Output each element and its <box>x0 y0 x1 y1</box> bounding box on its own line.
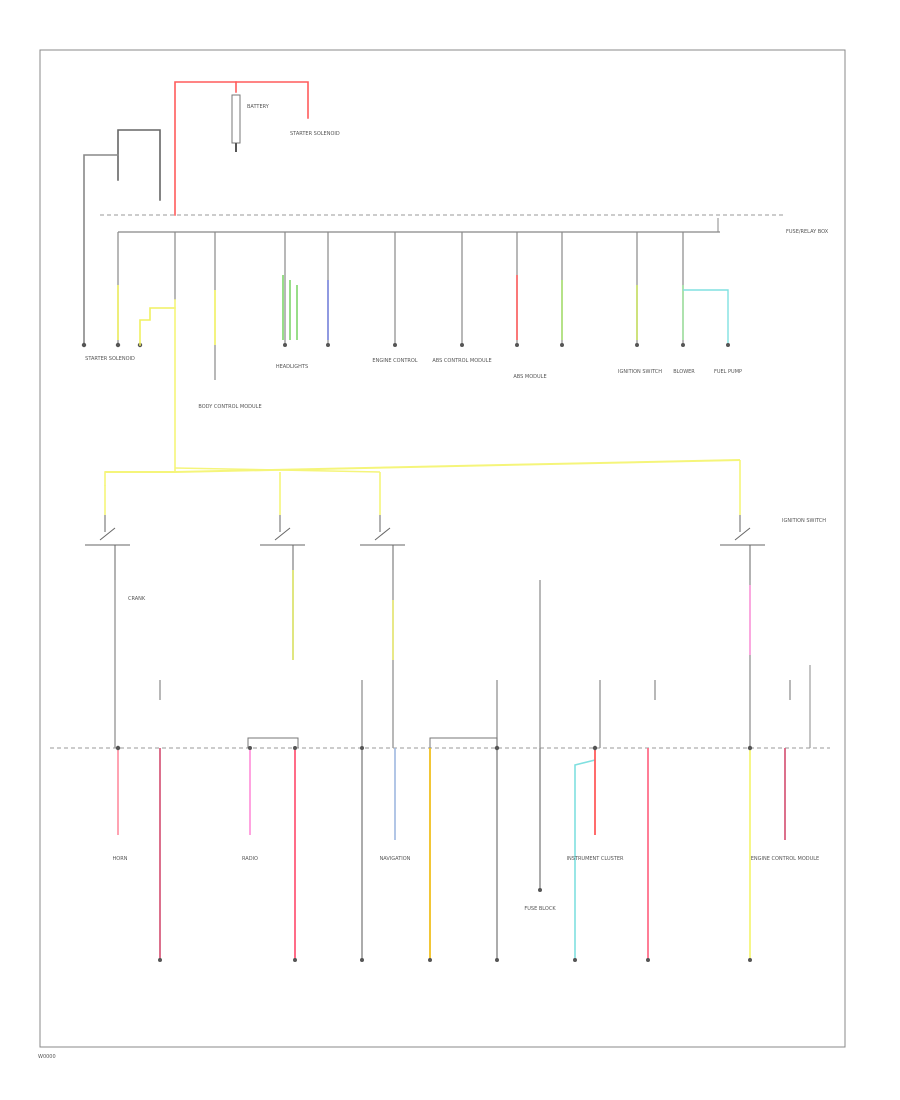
label-abs-module: ABS MODULE <box>513 374 546 380</box>
starter-solenoid-label: STARTER SOLENOID <box>290 131 340 137</box>
battery-label: BATTERY <box>247 104 270 110</box>
ground-cable-black <box>117 129 161 201</box>
label-bottom-fuse-box: FUSE BLOCK <box>524 906 556 912</box>
battery-symbol <box>231 94 241 144</box>
label-engine-control: ENGINE CONTROL <box>372 358 417 364</box>
bottom-connector-bracket-1 <box>247 737 299 748</box>
bottom-wires <box>117 748 786 960</box>
label-headlights: HEADLIGHTS <box>276 364 308 370</box>
ignition-switch-1 <box>85 515 130 580</box>
bottom-connectors <box>115 745 753 962</box>
label-abs-control: ABS CONTROL MODULE <box>432 358 491 364</box>
ignition-switch-3 <box>360 515 405 570</box>
black-wire-left <box>83 154 119 346</box>
label-horn: HORN <box>113 856 128 862</box>
label-ecm: ENGINE CONTROL MODULE <box>751 856 819 862</box>
label-cluster: INSTRUMENT CLUSTER <box>567 856 625 862</box>
ignition-switch-2 <box>260 515 305 570</box>
fuse-box-label: FUSE/RELAY BOX <box>786 229 829 235</box>
label-nav: NAVIGATION <box>380 856 411 862</box>
label-bcm: BODY CONTROL MODULE <box>198 404 261 410</box>
yellow-wire-loop <box>139 307 176 346</box>
ignition-switch-4 <box>720 515 765 580</box>
label-blower: BLOWER <box>673 369 695 375</box>
label-fuel-pump: FUEL PUMP <box>714 369 742 375</box>
label-ignition-switch: IGNITION SWITCH <box>618 369 662 375</box>
battery-cable-red-2 <box>235 81 309 119</box>
label-crank: CRANK <box>128 596 146 602</box>
label-ignition-switch-2: IGNITION SWITCH <box>782 518 826 524</box>
diagram-frame <box>39 49 846 1048</box>
label-radio: RADIO <box>242 856 258 862</box>
top-connectors <box>81 342 730 348</box>
top-fuse-drops <box>117 218 729 380</box>
footer-code: W0000 <box>38 1054 56 1060</box>
yellow-bus-main-2 <box>174 467 381 473</box>
label-starter-b-solenoid: STARTER SOLENOID <box>85 356 135 362</box>
bottom-connector-bracket-2 <box>429 737 498 748</box>
battery-cable-red <box>174 81 237 216</box>
